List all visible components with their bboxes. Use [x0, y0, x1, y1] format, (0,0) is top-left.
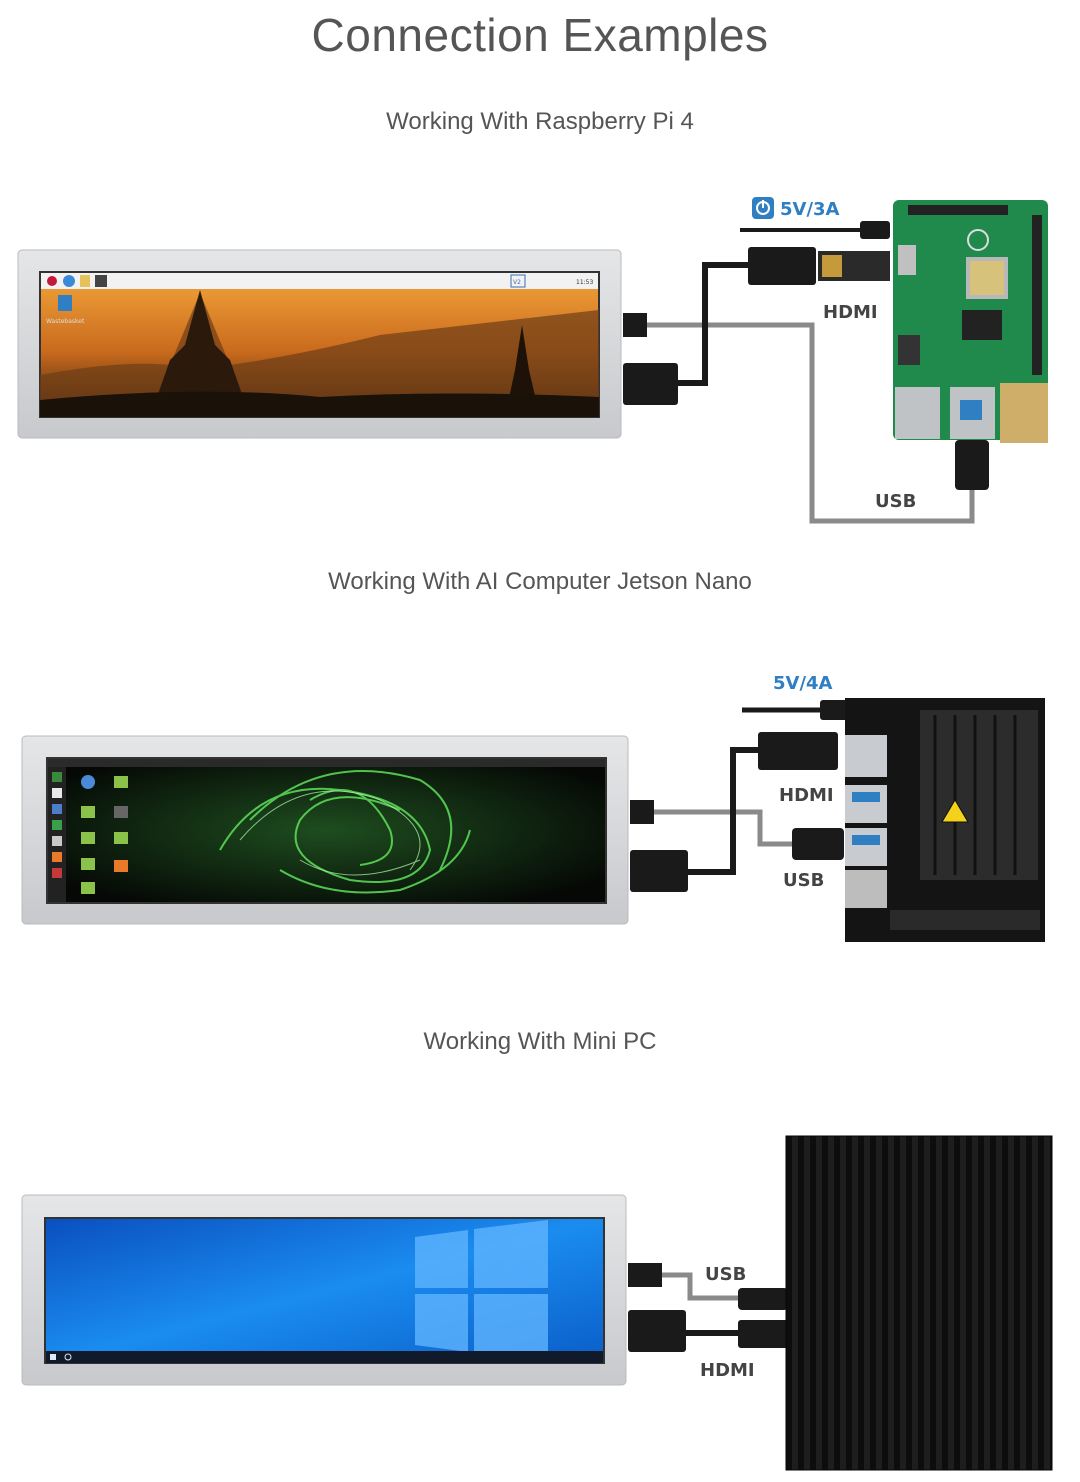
display-hdmi-port-plug	[623, 363, 678, 405]
windows-logo	[415, 1220, 548, 1360]
hdmi-label: HDMI	[823, 302, 878, 323]
screen-topbar	[48, 759, 605, 767]
warning-icon	[941, 799, 969, 823]
mini-pc-connection-diagram: USB HDMI	[0, 1130, 1080, 1482]
hdmi-label: HDMI	[700, 1360, 755, 1381]
screen-taskbar	[41, 273, 598, 289]
display-usb-port-plug	[623, 313, 647, 337]
hdmi-cable	[678, 262, 750, 386]
section-title-jetson-nano: Working With AI Computer Jetson Nano	[328, 568, 752, 595]
usb-label: USB	[783, 870, 824, 891]
wastebasket-label: Wastebasket	[46, 318, 85, 325]
raspberry-pi-board	[893, 200, 1048, 443]
screen-taskbar	[46, 1351, 603, 1363]
power-label: 5V/3A	[780, 199, 840, 220]
tray-badge: V2	[513, 279, 521, 286]
display-hdmi-port-plug	[630, 850, 688, 892]
hdmi-plug	[738, 1320, 788, 1348]
search-icon	[64, 1353, 72, 1361]
usb-cable	[662, 1272, 740, 1301]
power-label: 5V/4A	[773, 673, 833, 694]
usb-label: USB	[875, 491, 916, 512]
hdmi-plug	[748, 247, 816, 285]
wastebasket-icon	[58, 295, 72, 311]
usb-plug	[792, 828, 844, 860]
hdmi-cable	[688, 747, 760, 875]
display-hdmi-port-plug	[628, 1310, 686, 1352]
screen-launcher	[48, 767, 66, 902]
usb-label: USB	[705, 1264, 746, 1285]
usb-cable	[654, 809, 800, 847]
launcher-icons	[52, 772, 62, 878]
jetson-nano-connection-diagram: 5V/4A HDMI USB	[0, 660, 1080, 960]
page-title: Connection Examples	[311, 9, 769, 61]
usb-plug	[738, 1288, 788, 1310]
jetson-nano-board	[845, 698, 1045, 942]
usb-cable	[647, 322, 975, 524]
raspberry-pi-connection-diagram: V2 11:53 Wastebasket 5V/3A HDMI USB	[0, 185, 1080, 535]
desktop-icons	[81, 775, 128, 894]
section-title-raspberry-pi: Working With Raspberry Pi 4	[386, 108, 694, 135]
hdmi-label: HDMI	[779, 785, 834, 806]
start-icon	[50, 1354, 56, 1360]
display-screen	[46, 757, 607, 904]
display-usb-port-plug	[628, 1263, 662, 1287]
section-title-mini-pc: Working With Mini PC	[423, 1028, 657, 1055]
hdmi-plug	[758, 732, 838, 770]
mini-pc-case	[785, 1135, 1053, 1471]
usb-plug	[955, 440, 989, 490]
display-usb-port-plug	[630, 800, 654, 824]
taskbar-clock: 11:53	[576, 279, 593, 286]
